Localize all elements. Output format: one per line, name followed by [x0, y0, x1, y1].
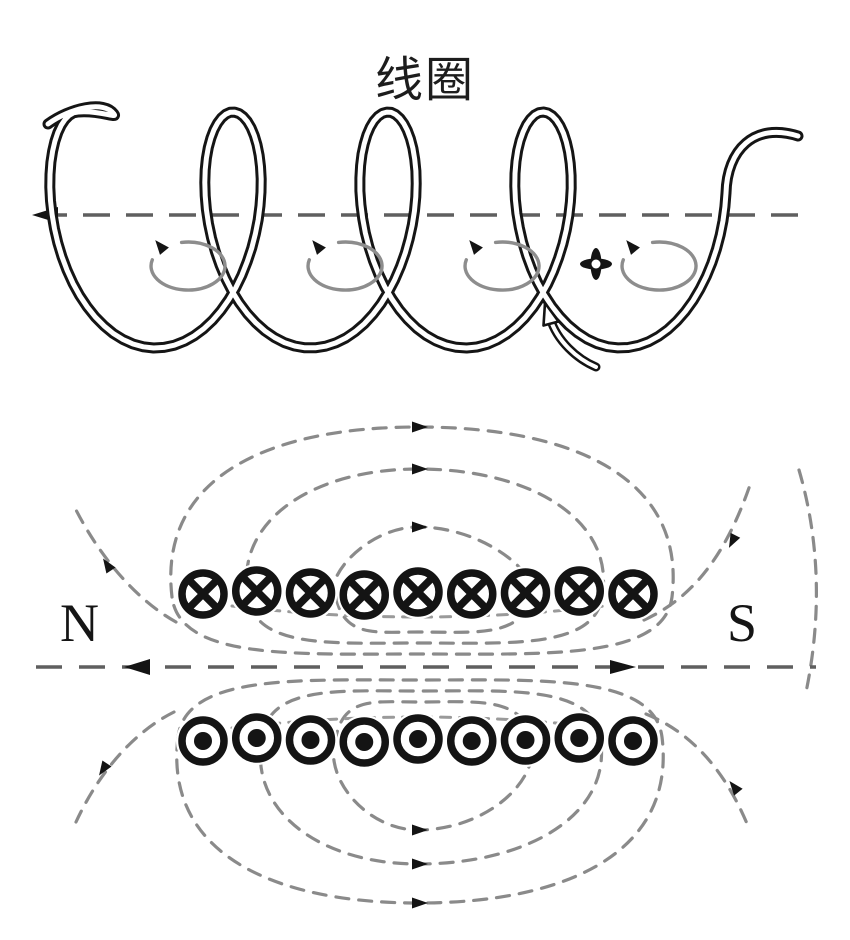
rotation-arrow [620, 240, 698, 292]
arrowhead-icon [412, 858, 428, 870]
coil-rotation-direction-arrow [542, 301, 601, 372]
coil-title-label: 线圈 [374, 54, 475, 107]
rotation-arrow [306, 240, 384, 292]
arrowhead-icon [103, 558, 116, 574]
arrowhead-icon [412, 824, 428, 836]
field-arc-top-left [72, 504, 178, 624]
arrowhead-icon [99, 760, 112, 776]
current-out-of-page-symbol [498, 713, 553, 767]
arrowhead-icon [412, 897, 428, 909]
current-into-page-symbol [606, 567, 660, 621]
current-out-of-page-symbol [391, 712, 445, 766]
coil-current-rotation-arrows [149, 240, 698, 292]
axis-arrow-left-icon [124, 659, 150, 675]
field-arc-top-right [642, 480, 753, 622]
field-arc-right-edge [797, 468, 819, 699]
rotation-arrowhead-icon [155, 240, 169, 255]
inner-field-line [230, 604, 606, 619]
field-loop-bottom [175, 678, 665, 905]
current-into-page-symbol [229, 564, 284, 618]
rotation-direction-arrowhead-icon [542, 301, 560, 327]
coil-wire [42, 101, 804, 354]
flux-center [591, 259, 601, 269]
current-out-of-page-symbol [606, 714, 660, 768]
current-into-page-symbol [391, 565, 445, 619]
current-into-page-symbol [337, 568, 392, 622]
field-arc-bottom-left [74, 710, 176, 824]
field-loop-top [169, 425, 675, 656]
current-into-page-symbol [444, 567, 499, 621]
arrowhead-icon [412, 521, 428, 533]
flux-symbol [580, 248, 612, 280]
rotation-arrowhead-icon [469, 240, 483, 255]
field-line-loops [72, 421, 819, 909]
axis-arrow-right-icon [610, 660, 636, 674]
field-arc-bottom-right [644, 712, 750, 828]
north-pole-label: N [60, 593, 99, 653]
current-out-of-page-symbol [337, 715, 392, 769]
wire-row-out-of-page [176, 711, 660, 769]
current-out-of-page-symbol [176, 714, 230, 768]
rotation-arrow [463, 240, 541, 292]
rotation-arrowhead-icon [312, 240, 326, 255]
rotation-arrowhead-icon [626, 240, 640, 255]
wire-row-into-page [176, 564, 660, 622]
field-axis-line [36, 659, 816, 675]
rotation-arrow [149, 240, 227, 292]
arrowhead-icon [728, 532, 741, 548]
current-out-of-page-symbol [229, 711, 284, 765]
arrowhead-icon [412, 463, 428, 475]
current-out-of-page-symbol [552, 711, 607, 765]
arrowhead-icon [412, 421, 428, 433]
current-into-page-symbol [176, 567, 230, 621]
current-into-page-symbol [498, 566, 553, 620]
current-out-of-page-symbol [444, 714, 499, 768]
current-out-of-page-symbol [283, 713, 338, 767]
current-into-page-symbol [283, 566, 338, 620]
south-pole-label: S [727, 593, 758, 653]
field-loop-bottom [258, 689, 604, 866]
coil-axis-line [32, 207, 812, 223]
inner-field-line [230, 715, 606, 730]
arrowhead-icon [729, 780, 743, 796]
current-into-page-symbol [552, 564, 607, 618]
coil-wire-core [45, 104, 801, 351]
